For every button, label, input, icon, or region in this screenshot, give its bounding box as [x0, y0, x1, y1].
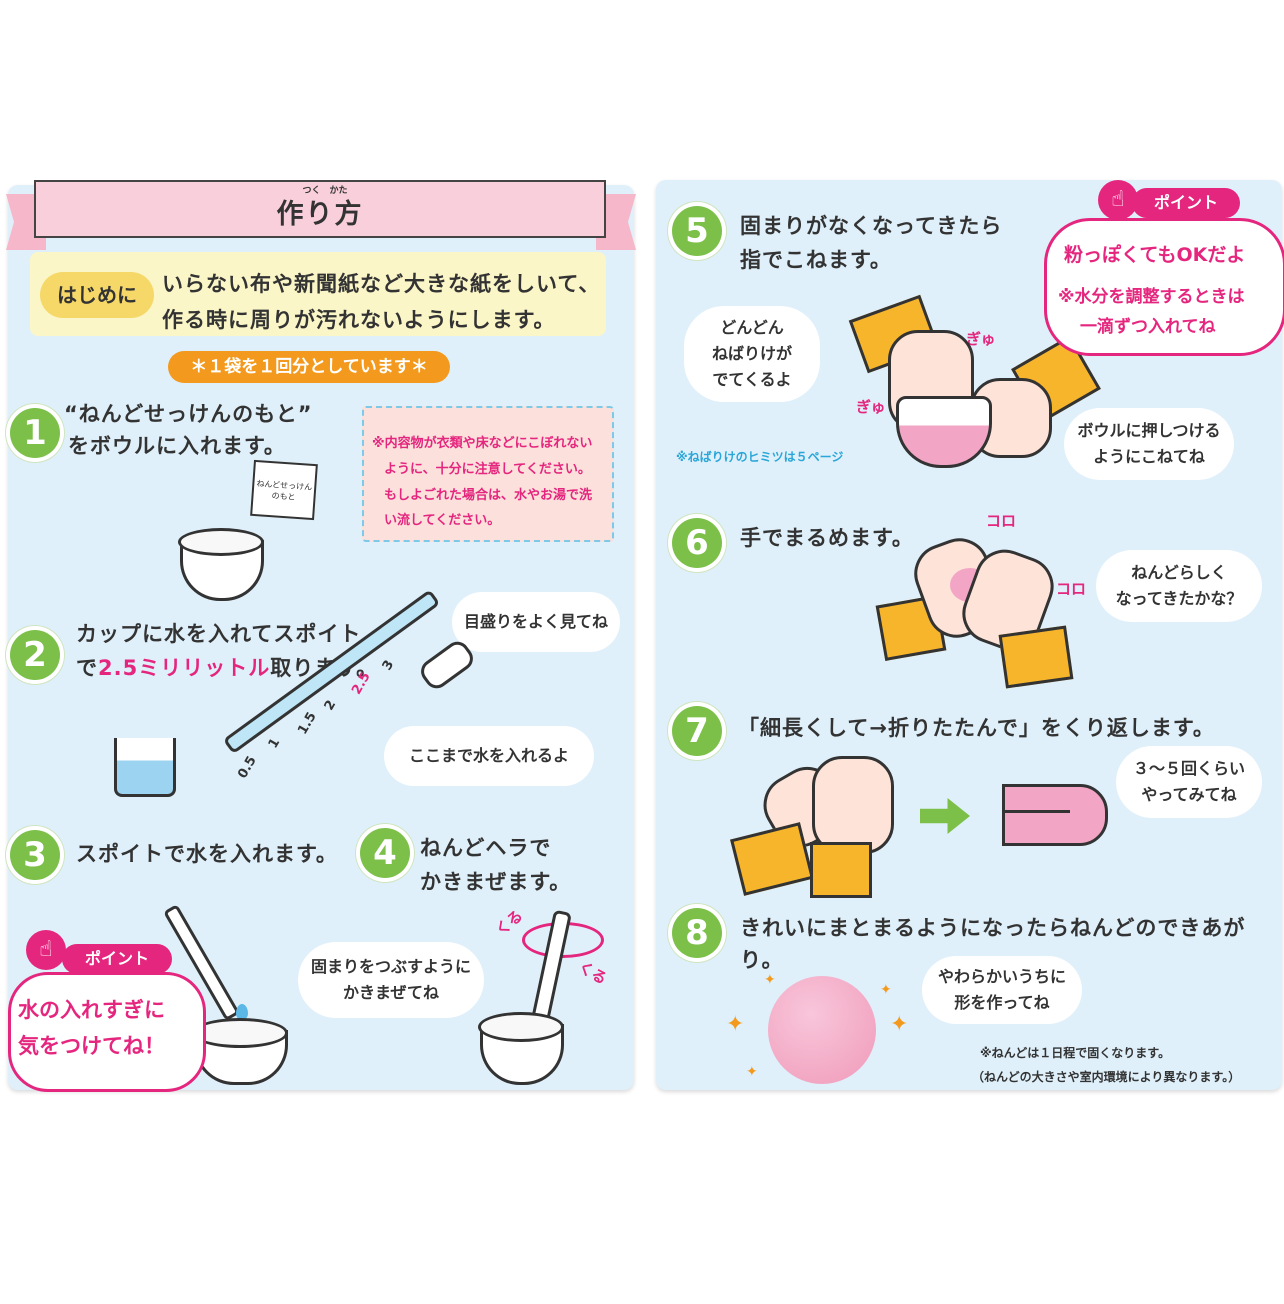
step-7-right-hand — [812, 756, 894, 854]
point-left-line1: 水の入れすぎに — [18, 998, 165, 1022]
step-3-number: 3 — [10, 830, 60, 880]
step-7-right-sleeve — [810, 842, 872, 898]
step-2-bubble-1: 目盛りをよく見てね — [452, 592, 620, 652]
step-5-line2: 指でこねます。 — [740, 248, 892, 272]
step-7-folded-clay — [1002, 784, 1108, 846]
one-bag-note: ＊１袋を１回分としています＊ — [168, 351, 450, 383]
step-5-line1: 固まりがなくなってきたら — [740, 214, 1003, 238]
step-7-line1: 「細長くして→折りたたんで」をくり返します。 — [738, 716, 1215, 740]
step-1-number: 1 — [10, 408, 60, 458]
step-3-bowl-rim — [192, 1018, 288, 1048]
step-1-bowl-rim — [178, 528, 264, 556]
point-right-hand-icon: ☝ — [1098, 180, 1138, 220]
step-1-line2: をボウルに入れます。 — [68, 434, 286, 458]
step-8-note1: ※ねんどは１日程で固くなります。 — [980, 1046, 1171, 1060]
caution-line4: い流してください。 — [384, 513, 501, 528]
point-right-badge — [1044, 218, 1284, 356]
step-5-number: 5 — [672, 206, 722, 256]
caution-line3: もしよごれた場合は、水やお湯で洗 — [384, 488, 593, 503]
point-right-line3: 一滴ずつ入れてね — [1080, 317, 1216, 337]
point-right-tag: ポイント — [1132, 188, 1240, 218]
point-right-line1: 粉っぽくてもOKだよ — [1064, 244, 1246, 266]
step-5-note: ※ねばりけのヒミツは５ページ — [676, 450, 844, 464]
step-3-drop — [236, 1004, 248, 1020]
step-2-number: 2 — [10, 630, 60, 680]
step-2-line2-a: で — [76, 656, 98, 680]
title-banner — [34, 180, 606, 238]
intro-line1: いらない布や新聞紙など大きな紙をしいて、 — [162, 272, 601, 296]
step-1-line1: “ねんどせっけんのもと” — [64, 402, 313, 426]
koro-1: コロ — [986, 512, 1017, 530]
sparkle-icon: ✦ — [890, 1012, 909, 1037]
step-4-bubble: 固まりをつぶすように かきまぜてね — [298, 942, 484, 1018]
step-3-line1: スポイトで水を入れます。 — [76, 842, 338, 866]
finished-clay-ball — [768, 976, 876, 1084]
step-8-line1: きれいにまとまるようになったらねんどのできあがり。 — [740, 916, 1246, 972]
step-4-number: 4 — [360, 828, 410, 878]
point-left-line2: 気をつけてね！ — [18, 1034, 165, 1058]
page-title: 作り方 — [276, 199, 364, 230]
step-2-line1: カップに水を入れてスポイト — [76, 622, 362, 646]
step-7-bubble: ３～５回くらい やってみてね — [1116, 746, 1262, 818]
step-4-bowl-rim — [478, 1012, 564, 1042]
step-2-amount: 2.5ミリリットル — [98, 656, 271, 680]
title-ruby: つく かた — [302, 186, 348, 196]
step-8-bubble: やわらかいうちに 形を作ってね — [922, 956, 1082, 1024]
step-6-line1: 手でまるめます。 — [740, 526, 914, 550]
caution-line2: ように、十分に注意してください。 — [384, 462, 591, 477]
gyu-2: ぎゅ — [856, 398, 886, 416]
step-8-note2: （ねんどの大きさや室内環境により異なります。） — [972, 1070, 1241, 1084]
intro-label: はじめに — [40, 272, 154, 318]
sparkle-icon: ✦ — [746, 1064, 758, 1080]
step-8-number: 8 — [672, 908, 722, 958]
step-5-bowl — [896, 396, 992, 468]
point-right-line2: ※水分を調整するときは — [1058, 287, 1245, 307]
step-2-bubble-2: ここまで水を入れるよ — [384, 726, 594, 786]
step-2-glass — [114, 738, 176, 797]
sparkle-icon: ✦ — [764, 972, 776, 988]
step-6-bubble: ねんどらしく なってきたかな？ — [1096, 550, 1262, 622]
gyu-1: ぎゅ — [966, 330, 996, 348]
step-5-bubble-1: どんどん ねばりけが でてくるよ — [684, 306, 820, 402]
step-6-right-sleeve — [998, 625, 1074, 689]
step-5-bubble-2: ボウルに押しつける ようにこねてね — [1064, 408, 1234, 480]
point-left-tag: ポイント — [62, 944, 172, 974]
sparkle-icon: ✦ — [880, 982, 892, 998]
point-left-hand-icon: ☝ — [26, 930, 66, 970]
step-7-fold-line — [1004, 810, 1070, 813]
step-7-number: 7 — [672, 706, 722, 756]
step-6-number: 6 — [672, 518, 722, 568]
step-4-line2: かきまぜます。 — [420, 870, 572, 894]
sparkle-icon: ✦ — [726, 1012, 745, 1037]
koro-2: コロ — [1056, 580, 1087, 598]
intro-line2: 作る時に周りが汚れないようにします。 — [162, 308, 556, 332]
caution-box — [362, 406, 614, 542]
step-2-line2: で2.5ミリリットル取ります。 — [76, 652, 378, 684]
step-1-packet: ねんどせっけん のもと — [250, 459, 318, 521]
caution-line1: ※内容物が衣類や床などにこぼれない — [372, 436, 593, 451]
step-4-line1: ねんどヘラで — [420, 836, 552, 860]
